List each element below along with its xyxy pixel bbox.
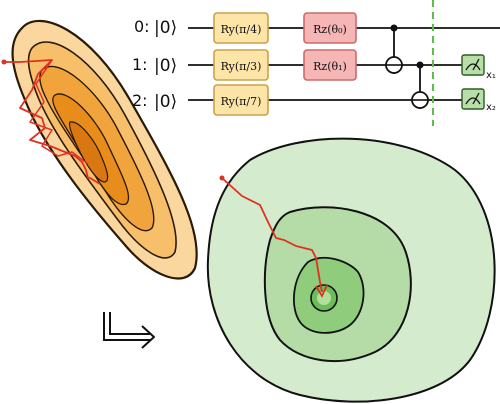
rz-gate-0-label: Rz(θ₀) (313, 23, 347, 36)
meter-icon (465, 63, 481, 71)
ry-gate-1: Ry(π/3) (213, 49, 269, 81)
rz-gate-1-label: Rz(θ₁) (313, 60, 347, 73)
measure-label-x2: x₂ (486, 102, 496, 113)
ry-gate-2: Ry(π/7) (213, 84, 269, 116)
green-loss-landscape (206, 137, 496, 403)
qubit-2-index: 2: (132, 91, 148, 110)
green-optimization-path (221, 177, 323, 293)
qubit-1-ket: |0⟩ (154, 56, 177, 76)
orange-path-start-dot (1, 59, 7, 65)
orange-loss-landscape (1, 19, 198, 280)
measure-label-x1: x₁ (486, 70, 496, 81)
control-dot-q0 (390, 24, 398, 32)
ry-gate-1-label: Ry(π/3) (221, 60, 262, 73)
measurement-q1: x₁ (461, 54, 496, 81)
ry-gate-2-label: Ry(π/7) (221, 95, 262, 108)
quantum-circuit: 0: |0⟩ 1: |0⟩ 2: |0⟩ Ry(π/4) Ry(π/3) Ry(… (132, 0, 500, 126)
rz-gate-0: Rz(θ₀) (303, 12, 357, 44)
qubit-0-ket: |0⟩ (154, 18, 177, 38)
ry-gate-0-label: Ry(π/4) (221, 23, 262, 36)
orange-contour-5 (68, 121, 109, 183)
qubit-0-index: 0: (134, 17, 150, 36)
meter-icon (465, 97, 481, 105)
qubit-1-index: 1: (132, 55, 148, 74)
qubit-2-ket: |0⟩ (154, 92, 177, 112)
green-path-start-dot (219, 175, 225, 181)
measurement-q2: x₂ (461, 88, 496, 113)
control-dot-q1 (416, 61, 424, 69)
orange-optimization-path-2 (29, 59, 89, 165)
green-path-arrowhead (315, 284, 328, 298)
orange-optimization-path (2, 59, 101, 185)
cnot-q1-q2 (411, 61, 429, 109)
ry-gate-0: Ry(π/4) (213, 12, 269, 44)
rz-gate-1: Rz(θ₁) (303, 49, 357, 81)
cnot-q0-q1 (385, 24, 403, 74)
corner-arrow-icon (103, 312, 155, 349)
